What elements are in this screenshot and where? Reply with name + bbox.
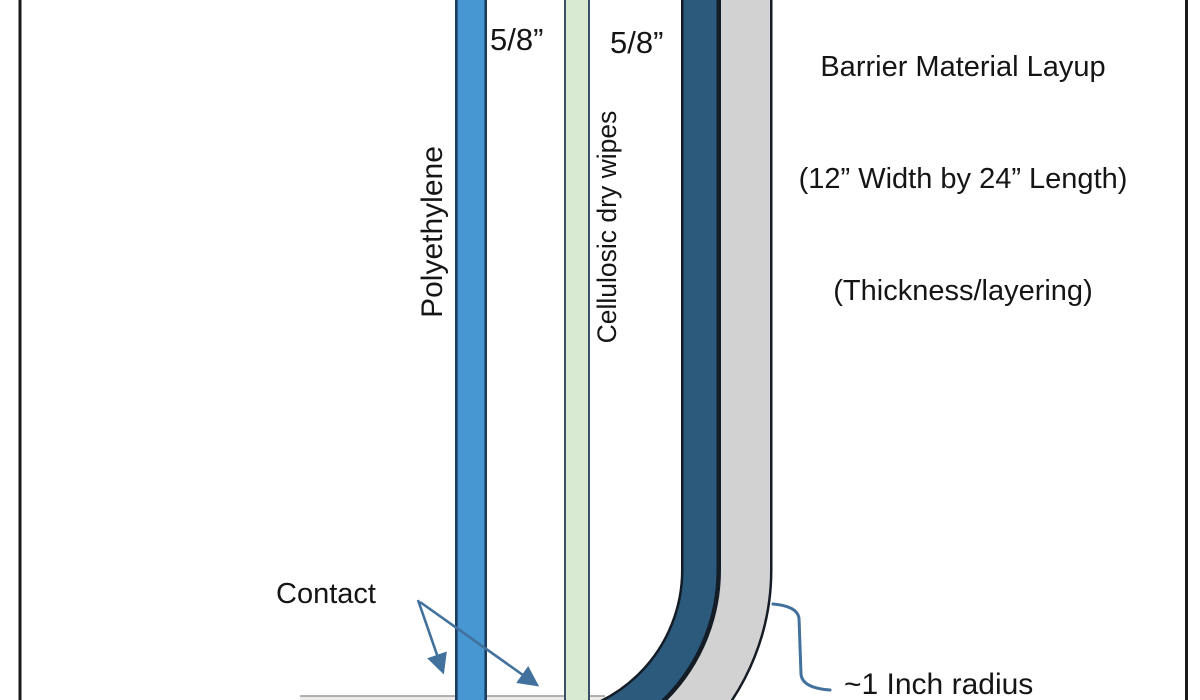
contact-label: Contact: [276, 578, 376, 610]
diagram-title: Barrier Material Layup: [820, 51, 1106, 83]
diagram-thickness-note: (Thickness/layering): [833, 275, 1093, 307]
contact-arrow-right: [419, 600, 540, 687]
polyethylene-stripe: [455, 0, 487, 700]
outer-gray-band: [667, 0, 770, 700]
frame-left-border: [18, 0, 22, 700]
diagram-dimensions: (12” Width by 24” Length): [798, 163, 1128, 195]
cellulosic-label: Cellulosic dry wipes: [591, 110, 622, 344]
thickness-label-right: 5/8”: [610, 25, 664, 60]
radius-label: ~1 Inch radius: [844, 668, 1034, 700]
thickness-label-left: 5/8”: [490, 22, 544, 57]
polyethylene-label: Polyethylene: [416, 146, 449, 318]
cellulosic-stripe: [564, 0, 590, 700]
inner-darkblue-band: [605, 0, 717, 700]
frame-right-border: [1185, 0, 1188, 700]
surface-band: [300, 696, 605, 700]
radius-bracket: [771, 602, 832, 692]
contact-arrow-left: [416, 599, 447, 675]
